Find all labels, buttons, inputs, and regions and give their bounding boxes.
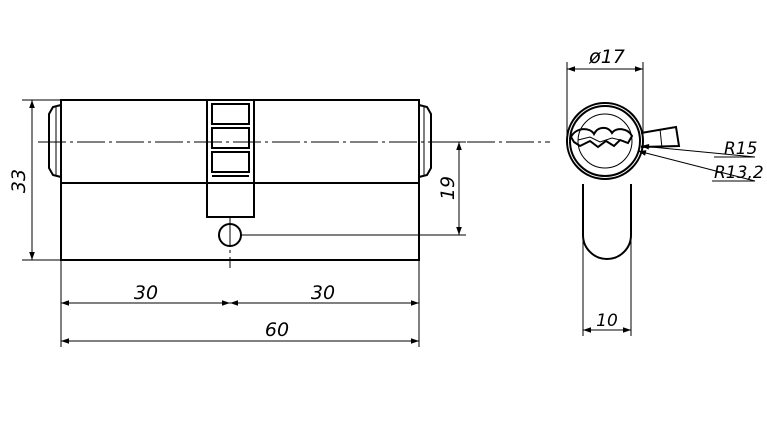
inner-circle (569, 105, 641, 177)
key-tab (640, 125, 681, 148)
dim-inner-radius: R13,2 (714, 163, 764, 183)
cam-housing (206, 99, 255, 218)
dim-total-length: 60 (265, 319, 289, 341)
dim-outer-radius: R15 (724, 139, 757, 159)
cam-tail (582, 184, 632, 260)
cylinder-body-lower (60, 182, 420, 261)
left-end-cap (48, 104, 62, 178)
dim-right-length: 30 (311, 282, 335, 304)
cam-segment (211, 127, 250, 149)
cam-segment (211, 103, 250, 125)
cam-segment (211, 151, 250, 173)
dim-left-length: 30 (134, 282, 158, 304)
dim-diameter: ø17 (588, 46, 625, 68)
dim-overall-height: 33 (8, 169, 30, 193)
right-end-cap (418, 104, 432, 178)
side-view-dimensions: 33 19 30 30 60 (8, 99, 466, 347)
end-view (566, 102, 681, 260)
keyway-profile (569, 126, 634, 149)
side-view (38, 99, 550, 268)
dim-axis-height: 19 (437, 176, 459, 200)
dim-cam-width: 10 (596, 311, 618, 331)
end-view-dimensions: ø17 R15 R13,2 10 (566, 46, 764, 336)
